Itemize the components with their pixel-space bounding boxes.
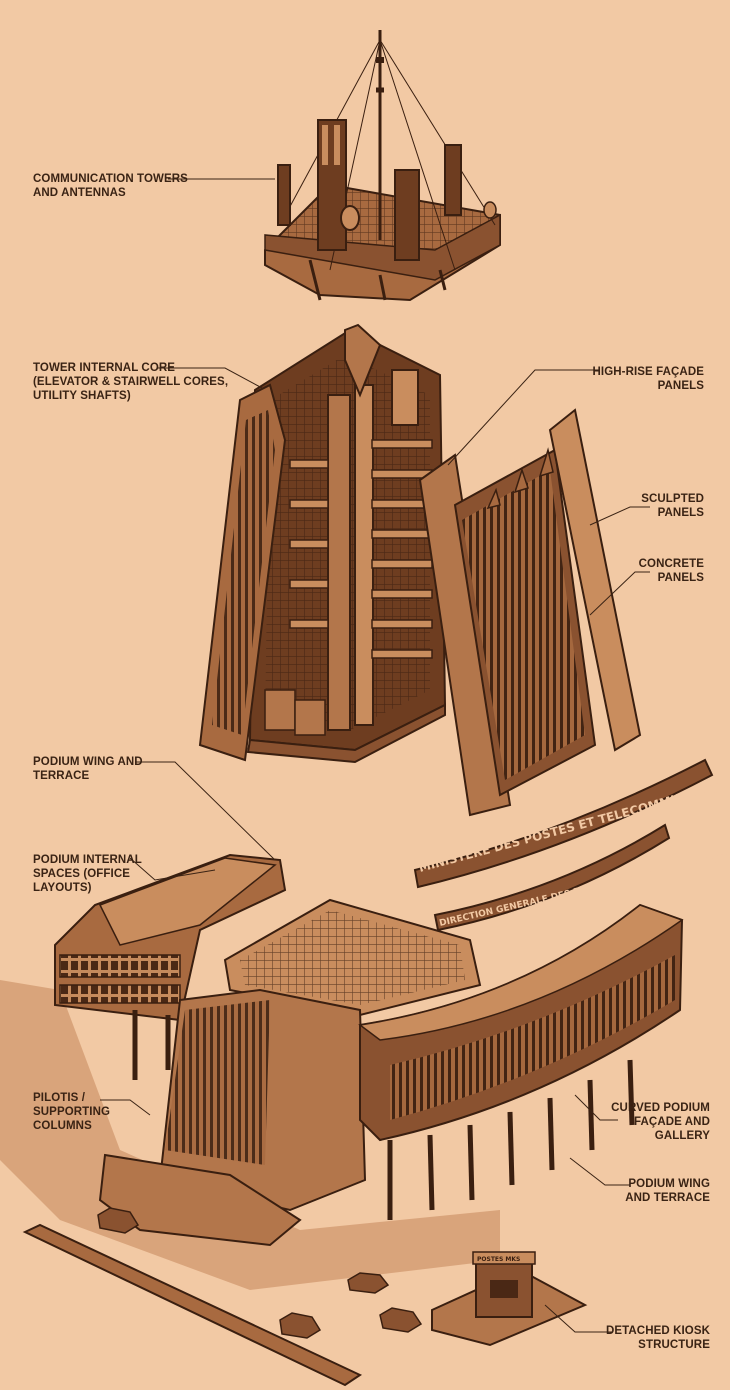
label-podium-wing-top: PODIUM WING AND TERRACE: [33, 756, 143, 782]
label-communication-towers: COMMUNICATION TOWERS AND ANTENNAS: [33, 173, 188, 199]
label-curved-podium: CURVED PODIUM FAÇADE AND GALLERY: [611, 1102, 710, 1142]
antenna-platform: [264, 30, 501, 302]
kiosk-sign-text: POSTES MKS: [477, 1256, 520, 1263]
central-sculpted-podium: [98, 988, 367, 1247]
cars: [97, 1207, 423, 1339]
kiosk: POSTES MKS: [431, 1251, 588, 1347]
label-highrise-facade: HIGH-RISE FAÇADE PANELS: [592, 366, 704, 392]
curved-podium-gallery: [358, 903, 684, 1220]
left-podium-wing: [54, 853, 287, 1080]
label-kiosk: DETACHED KIOSK STRUCTURE: [605, 1325, 710, 1351]
label-concrete-panels: CONCRETE PANELS: [638, 558, 704, 584]
direction-signage: DIRECTION GENERALE DES POSTES ET TELECOM…: [433, 823, 730, 932]
label-sculpted-panels: SCULPTED PANELS: [641, 493, 704, 519]
label-podium-internal: PODIUM INTERNAL SPACES (OFFICE LAYOUTS): [33, 854, 142, 894]
label-podium-wing-bottom: PODIUM WING AND TERRACE: [625, 1178, 710, 1204]
podium-internal-spaces: [223, 898, 482, 1017]
tower-core: [198, 323, 447, 764]
leader-lines: [100, 178, 650, 1333]
label-pilotis: PILOTIS / SUPPORTING COLUMNS: [33, 1092, 111, 1132]
highrise-facade-panels: [418, 408, 642, 817]
label-tower-core: TOWER INTERNAL CORE (ELEVATOR & STAIRWEL…: [33, 362, 229, 402]
access-road: [22, 1223, 363, 1387]
